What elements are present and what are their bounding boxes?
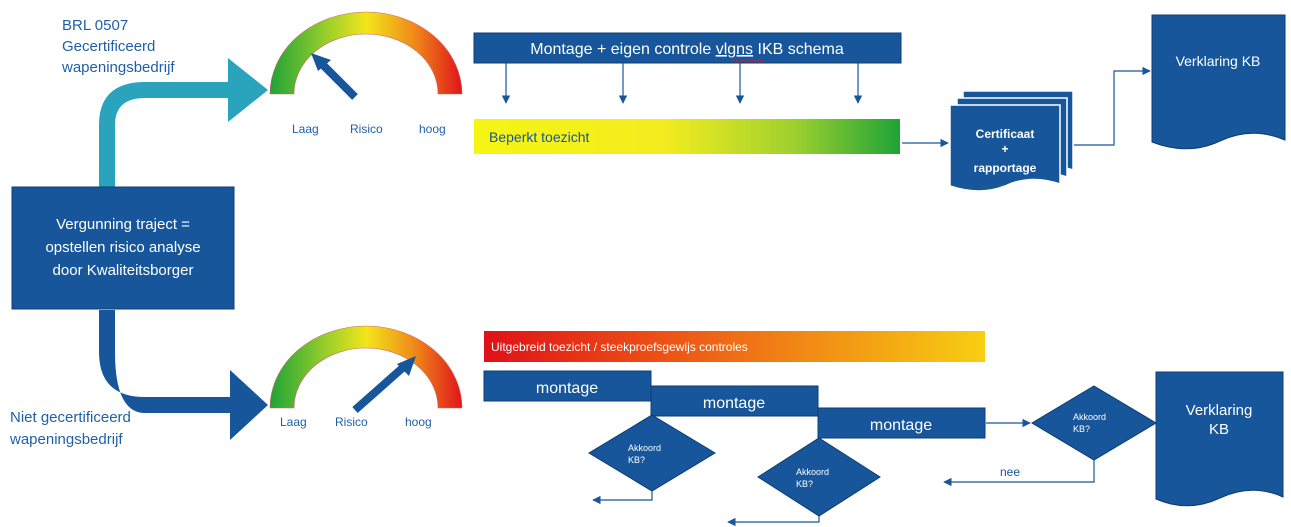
montage-step-2-label: montage bbox=[703, 395, 765, 412]
gauge-bottom-label-high: hoog bbox=[405, 415, 432, 429]
gauge-bottom-label-mid: Risico bbox=[335, 415, 368, 429]
decision-2-no-arrow bbox=[727, 516, 820, 527]
uitgebreid-toezicht-bar bbox=[484, 331, 985, 362]
montage-step-1-label: montage bbox=[536, 380, 598, 397]
gauge-needle bbox=[352, 361, 410, 413]
montage-step-3-label: montage bbox=[870, 417, 932, 434]
montage-step-3 bbox=[817, 407, 986, 439]
decision-2-line2: KB? bbox=[796, 479, 813, 489]
montage-step-1 bbox=[483, 370, 652, 402]
nee-label: nee bbox=[1000, 465, 1020, 479]
start-box-line2: opstellen risico analyse bbox=[45, 239, 200, 256]
gauge-bottom-label-low: Laag bbox=[280, 415, 307, 429]
decision-1-line1: Akkoord bbox=[628, 443, 661, 453]
verklaring-kb-document-top bbox=[1151, 14, 1286, 150]
decision-1-no-arrow bbox=[592, 491, 653, 505]
gauge-top-label-high: hoog bbox=[419, 122, 446, 136]
verklaring-kb-document-bottom bbox=[1155, 371, 1284, 507]
montage-bar-top-label: Montage + eigen controle vlgns IKB schem… bbox=[530, 41, 844, 58]
bottom-company-label-line1: Niet gecertificeerd bbox=[10, 409, 131, 426]
beperkt-toezicht-bar bbox=[474, 119, 900, 154]
montage-step-2 bbox=[650, 385, 819, 417]
gauge-needle-tip bbox=[397, 356, 416, 376]
document-front bbox=[949, 104, 1061, 192]
gauge-arc bbox=[269, 11, 463, 95]
risk-gauge-bottom bbox=[269, 325, 463, 413]
certificate-line3: rapportage bbox=[974, 161, 1037, 175]
gauge-top-label-low: Laag bbox=[292, 122, 319, 136]
montage-bar-top bbox=[473, 32, 902, 64]
gauge-needle bbox=[317, 59, 358, 100]
decision-1-line2: KB? bbox=[628, 455, 645, 465]
bottom-company-label-line2: wapeningsbedrijf bbox=[9, 431, 123, 448]
navy-branch-arrow bbox=[99, 310, 268, 440]
gauge-top-label-mid: Risico bbox=[350, 122, 383, 136]
decision-akkoord-2 bbox=[757, 437, 881, 517]
risk-gauge-top bbox=[269, 11, 463, 100]
verklaring-kb-bottom-line1: Verklaring bbox=[1186, 402, 1253, 419]
start-box bbox=[11, 186, 235, 310]
certificate-line2: + bbox=[1001, 142, 1008, 156]
montage-bar-misspelled-word: vlgns bbox=[716, 41, 753, 58]
decision-3-line1: Akkoord bbox=[1073, 412, 1106, 422]
start-box-line1: Vergunning traject = bbox=[56, 216, 190, 233]
top-company-label-line3: wapeningsbedrijf bbox=[61, 59, 175, 76]
montage-bar-prefix: Montage + eigen controle bbox=[530, 41, 715, 58]
arrow-to-verklaring-top bbox=[1074, 66, 1151, 146]
montage-down-arrows bbox=[501, 63, 863, 104]
beperkt-toezicht-label: Beperkt toezicht bbox=[489, 129, 589, 145]
spellcheck-squiggle bbox=[732, 59, 766, 63]
certificate-line1: Certificaat bbox=[976, 127, 1035, 141]
decision-akkoord-1 bbox=[588, 414, 716, 492]
certificate-documents bbox=[949, 90, 1074, 192]
top-company-label-line2: Gecertificeerd bbox=[62, 38, 155, 55]
start-box-line3: door Kwaliteitsborger bbox=[53, 262, 194, 279]
teal-branch-arrow bbox=[99, 58, 268, 188]
montage-bar-suffix: IKB schema bbox=[753, 41, 844, 58]
decision-3-no-arrow bbox=[943, 460, 1095, 487]
decision-akkoord-3 bbox=[1031, 385, 1157, 461]
verklaring-kb-top-label: Verklaring KB bbox=[1176, 53, 1261, 69]
verklaring-kb-bottom-line2: KB bbox=[1209, 421, 1229, 438]
gauge-arc bbox=[269, 325, 463, 409]
decision-2-line1: Akkoord bbox=[796, 467, 829, 477]
gauge-needle-tip bbox=[311, 53, 331, 71]
decision-3-line2: KB? bbox=[1073, 424, 1090, 434]
top-company-label-line1: BRL 0507 bbox=[62, 17, 128, 34]
uitgebreid-toezicht-label: Uitgebreid toezicht / steekproefsgewijs … bbox=[491, 340, 748, 354]
